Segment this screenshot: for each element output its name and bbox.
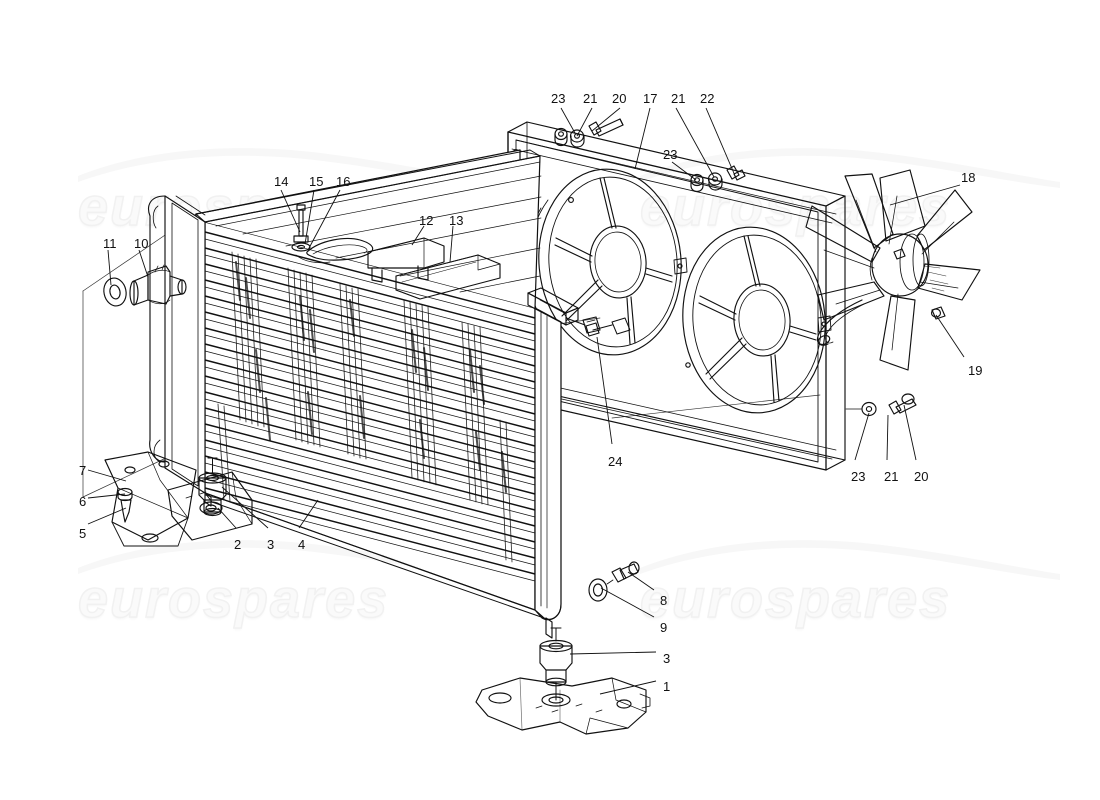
leader-line-17 [634, 107, 651, 170]
leader-line-2 [217, 507, 237, 529]
leader-line-12 [411, 225, 425, 246]
callout-7: 7 [79, 463, 87, 478]
leader-line-4 [298, 499, 319, 529]
callout-23: 23 [551, 91, 566, 106]
callout-22: 22 [700, 91, 715, 106]
leader-line-11 [107, 249, 112, 286]
leader-line-20 [903, 404, 917, 461]
callout-3: 3 [267, 537, 275, 552]
leader-line-10 [138, 249, 149, 278]
callout-21: 21 [583, 91, 598, 106]
leader-line-15 [304, 189, 315, 245]
callout-21: 21 [671, 91, 686, 106]
leader-line-18 [889, 184, 961, 206]
leader-line-3 [569, 651, 657, 655]
callout-3: 3 [663, 651, 671, 666]
leader-line-9 [600, 587, 655, 618]
callout-10: 10 [134, 236, 149, 251]
leader-line-8 [627, 571, 655, 591]
leader-line-14 [280, 189, 301, 233]
callout-8: 8 [660, 593, 668, 608]
callout-20: 20 [612, 91, 627, 106]
leader-line-21 [675, 107, 715, 178]
leader-line-23 [854, 412, 870, 461]
leader-line-21 [576, 107, 593, 137]
leader-line-5 [87, 507, 127, 525]
callout-4: 4 [298, 537, 306, 552]
callout-16: 16 [336, 174, 351, 189]
leader-line-22 [705, 107, 737, 179]
leader-line-20 [591, 107, 621, 132]
callout-9: 9 [660, 620, 668, 635]
callout-11: 11 [103, 236, 117, 251]
callout-1: 1 [663, 679, 671, 694]
leader-line-19 [935, 314, 965, 358]
leader-line-23 [671, 161, 697, 181]
leader-line-3 [221, 486, 269, 529]
callout-17: 17 [643, 91, 658, 106]
callout-6: 6 [79, 494, 87, 509]
leader-line-24 [596, 336, 613, 445]
callout-15: 15 [309, 174, 324, 189]
callout-2: 2 [234, 537, 242, 552]
callout-14: 14 [274, 174, 289, 189]
leader-line-1 [599, 680, 657, 695]
callout-5: 5 [79, 526, 87, 541]
callout-23: 23 [663, 147, 678, 162]
callout-21: 21 [884, 469, 899, 484]
leader-line-16 [307, 189, 341, 251]
leader-line-23 [560, 107, 576, 134]
callout-13: 13 [449, 213, 464, 228]
callout-19: 19 [968, 363, 983, 378]
callout-12: 12 [419, 213, 434, 228]
callout-20: 20 [914, 469, 929, 484]
leader-line-6 [87, 493, 126, 499]
callout-18: 18 [961, 170, 976, 185]
leader-line-21 [886, 414, 889, 461]
callout-23: 23 [851, 469, 866, 484]
leader-line-13 [449, 225, 454, 263]
leader-line-7 [87, 469, 127, 482]
callout-24: 24 [608, 454, 623, 469]
